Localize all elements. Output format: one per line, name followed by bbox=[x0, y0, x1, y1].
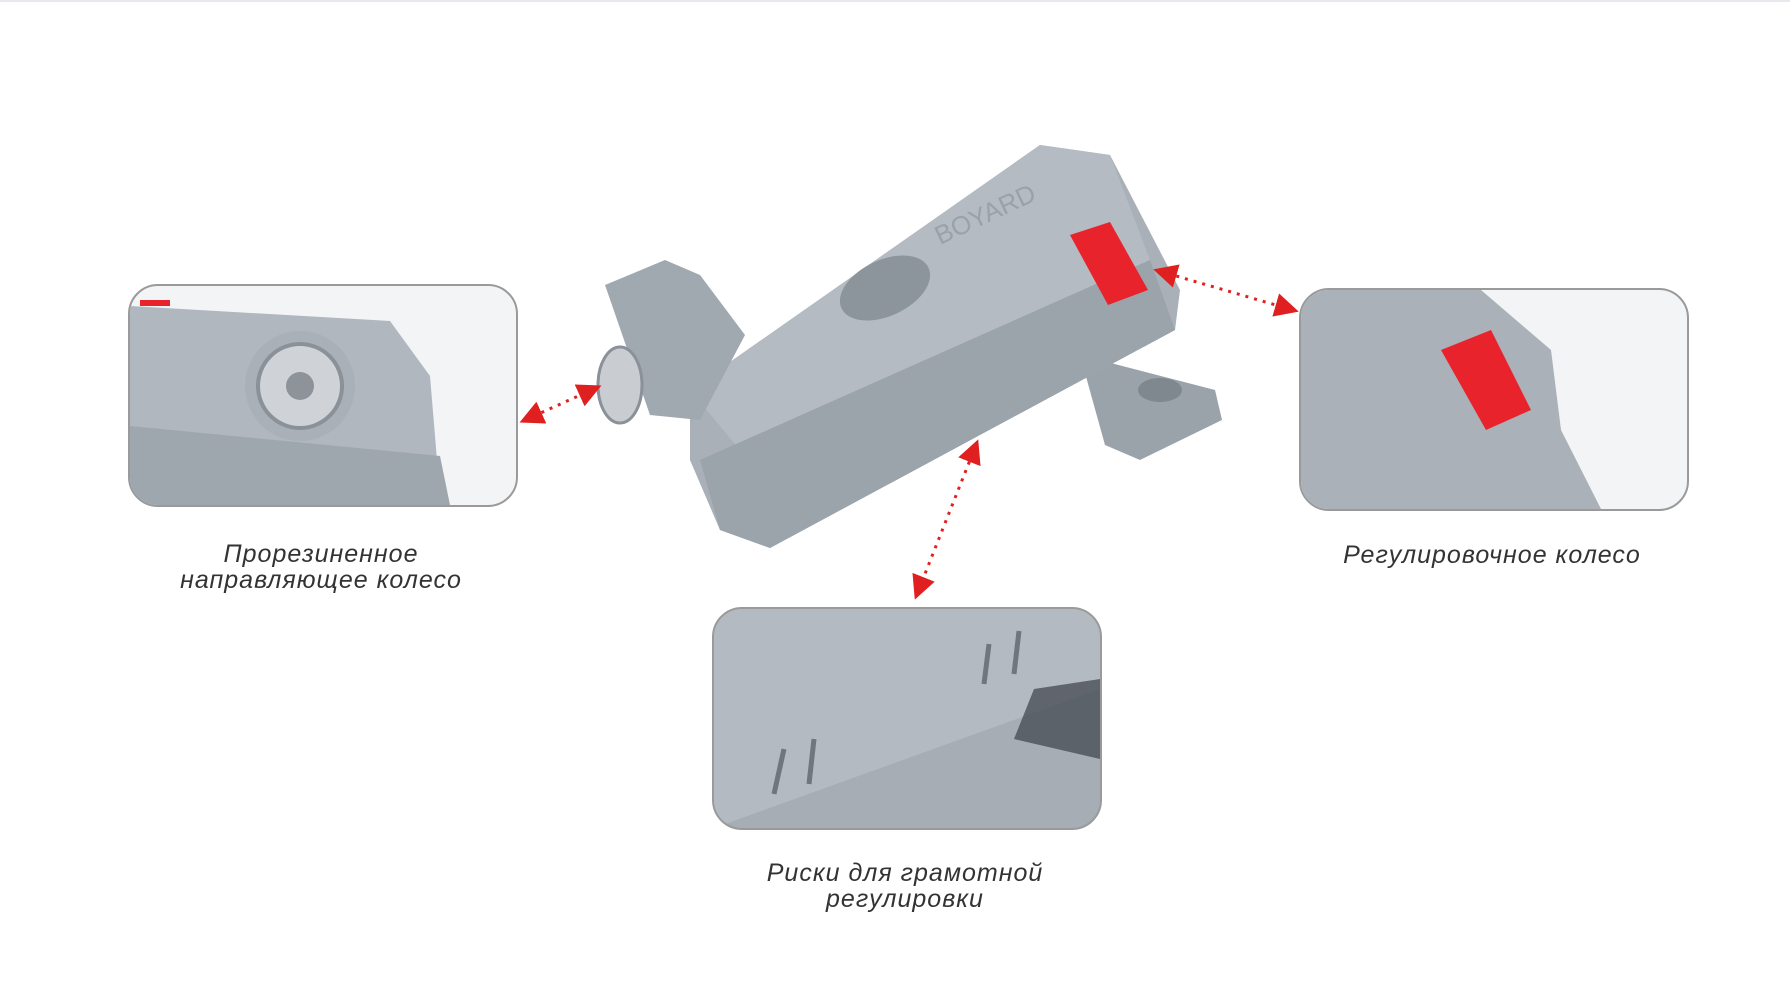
callout-image-marks bbox=[712, 607, 1102, 830]
caption-line: направляющее колесо bbox=[180, 566, 462, 594]
caption-line: Риски для грамотной bbox=[766, 859, 1044, 887]
caption-guide-wheel: Прорезиненное направляющее колесо bbox=[128, 541, 514, 593]
caption-adjustment-wheel: Регулировочное колесо bbox=[1299, 542, 1685, 568]
callout-image-adjustment-wheel bbox=[1299, 288, 1689, 511]
adjustment-wheel bbox=[1070, 222, 1148, 305]
product-image: BOYARD bbox=[596, 145, 1222, 548]
arrow-left bbox=[519, 384, 602, 424]
callout-image-guide-wheel bbox=[128, 284, 518, 507]
caption-line: Прорезиненное bbox=[223, 540, 419, 568]
caption-line: Регулировочное колесо bbox=[1343, 541, 1641, 569]
top-divider bbox=[0, 0, 1790, 2]
caption-marks: Риски для грамотной регулировки bbox=[712, 860, 1098, 912]
caption-line: регулировки bbox=[826, 885, 984, 913]
arrow-center bbox=[912, 439, 981, 600]
